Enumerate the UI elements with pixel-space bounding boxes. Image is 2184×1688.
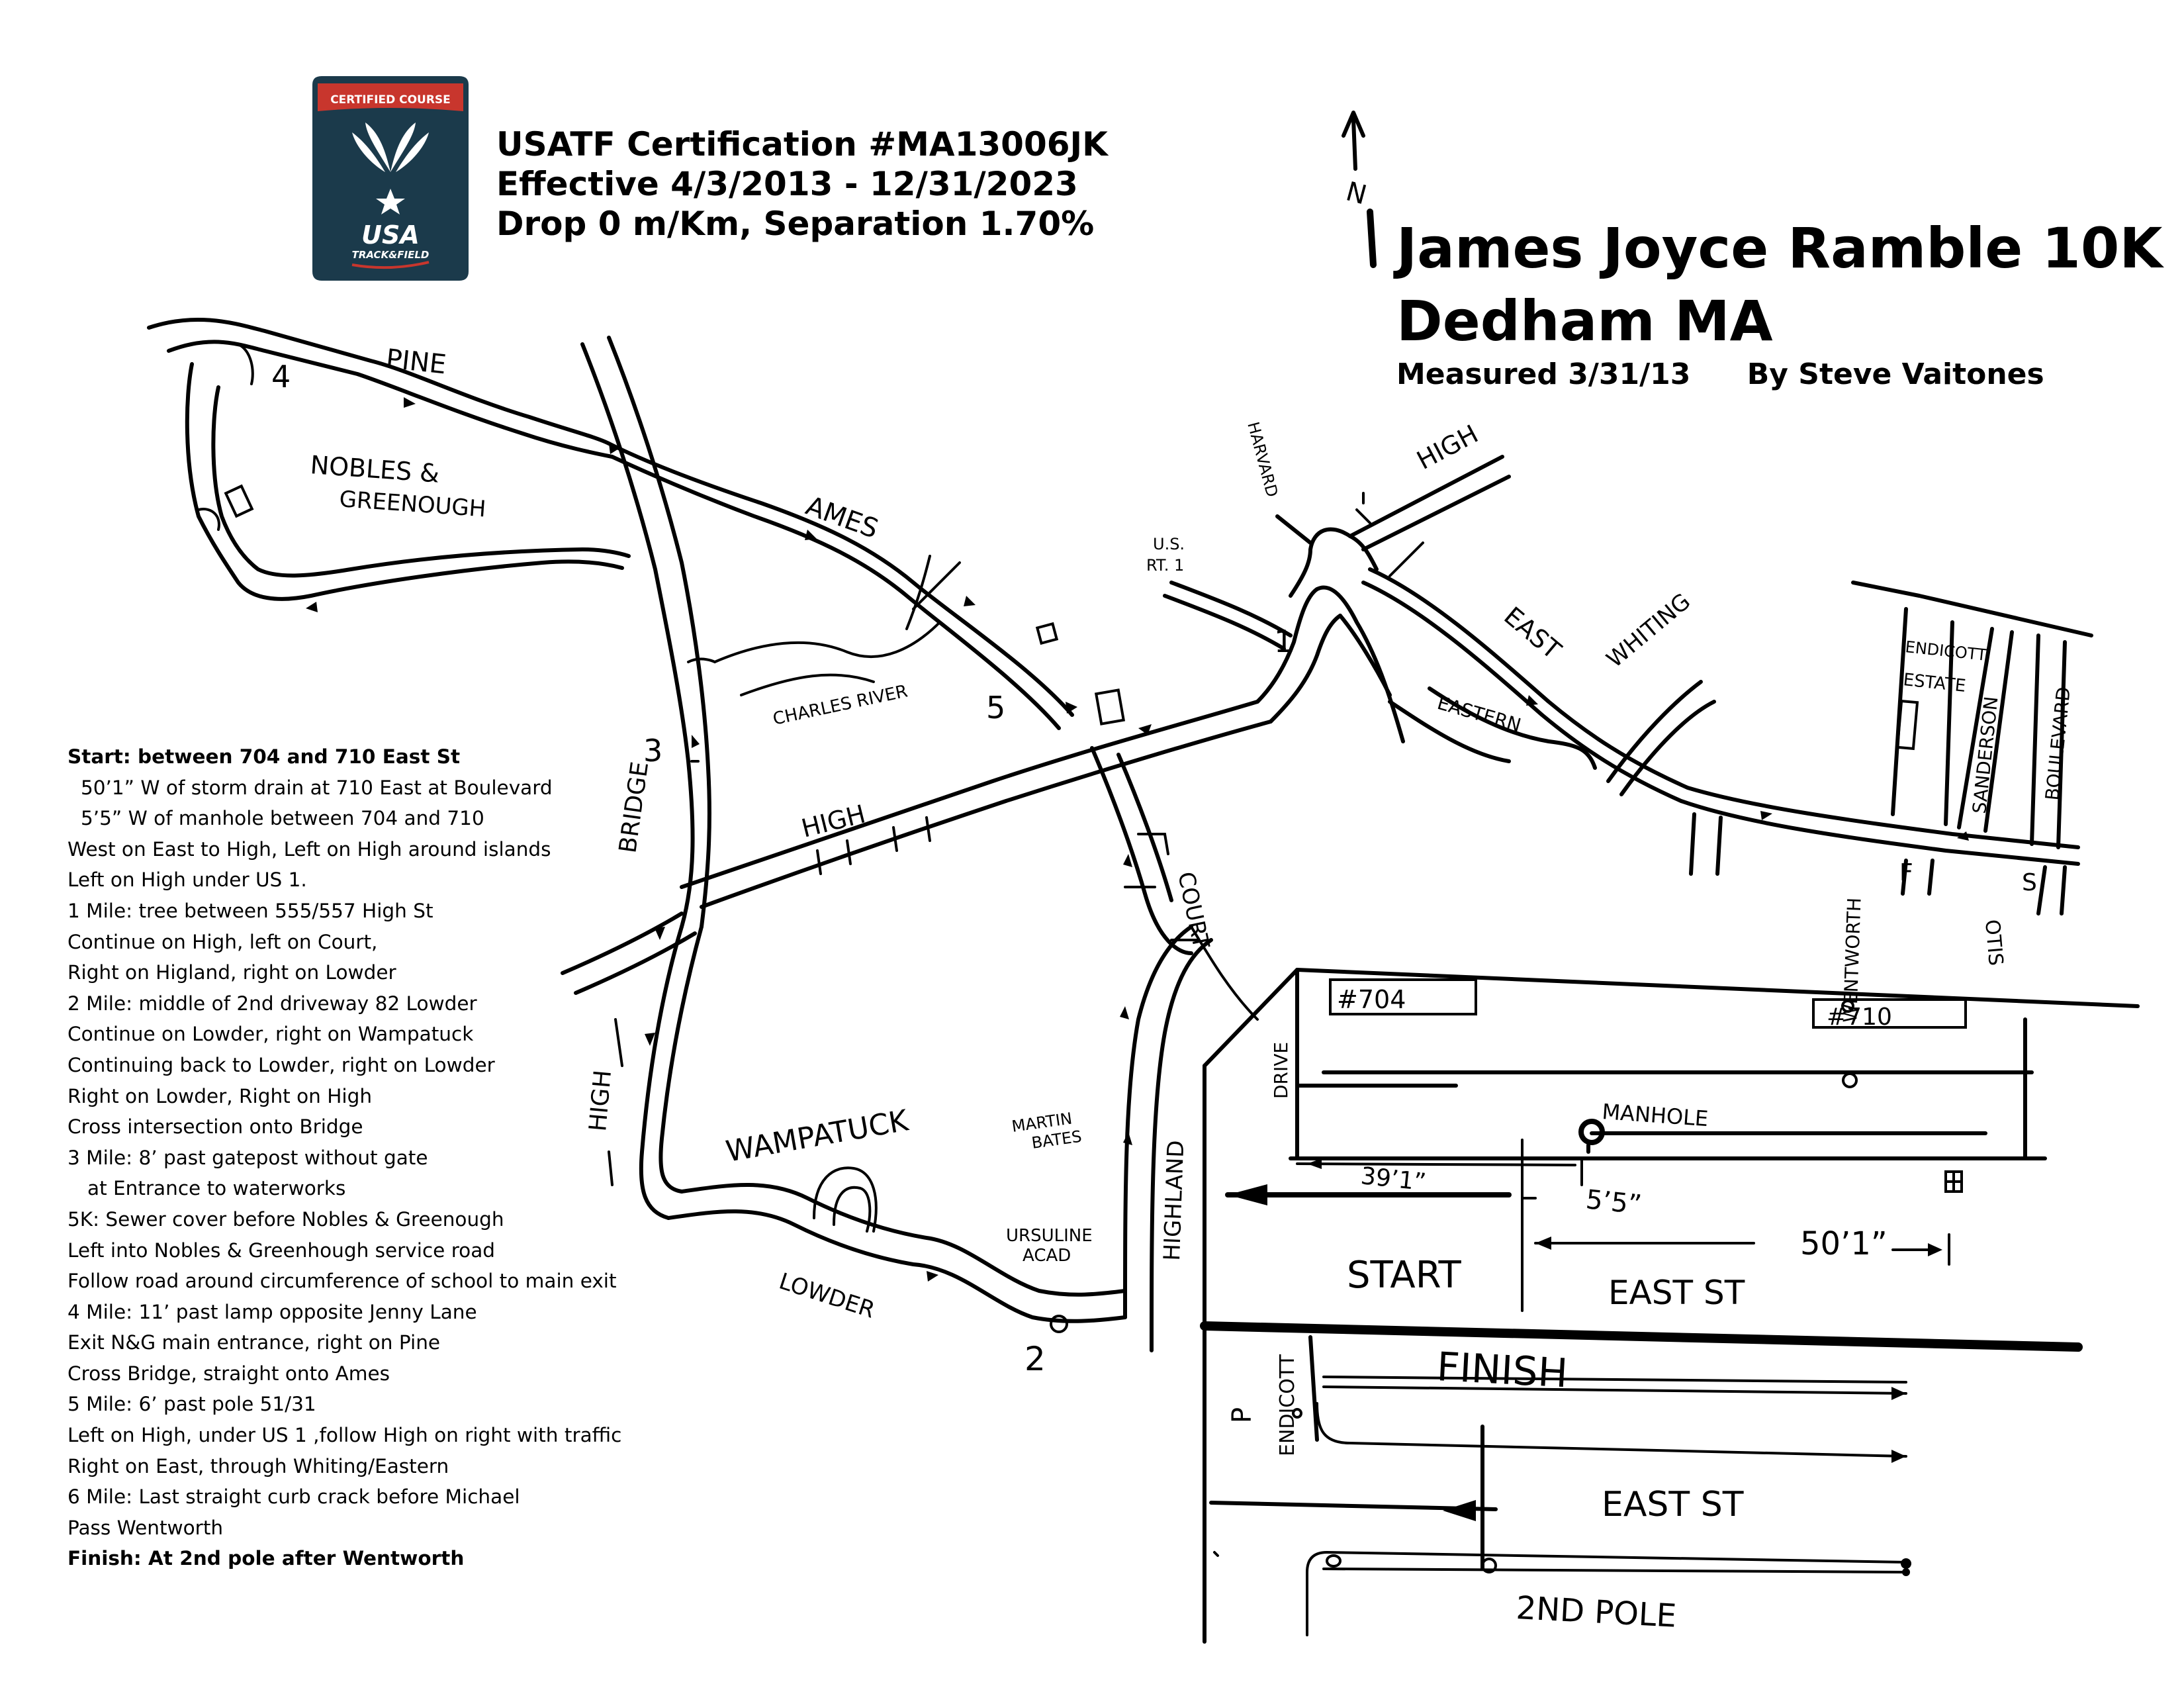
mile-marker-3: 3 — [643, 733, 662, 769]
north-label: N — [1343, 176, 1370, 211]
certification-drop-separation: Drop 0 m/Km, Separation 1.70% — [496, 205, 1095, 243]
label-pine: PINE — [385, 344, 447, 380]
label-whiting: WHITING — [1602, 588, 1696, 673]
label-highland: HIGHLAND — [1159, 1140, 1189, 1261]
north-arrow-icon — [1342, 111, 1377, 268]
start-detail-inset — [1200, 968, 2140, 1644]
race-title-name: James Joyce Ramble 10K — [1396, 216, 2163, 281]
mile-marker-1: 1 — [1274, 624, 1293, 659]
direction-line: Finish: At 2nd pole after Wentworth — [68, 1547, 465, 1570]
label-east-st-start: EAST ST — [1608, 1274, 1745, 1312]
direction-line: 5’5” W of manhole between 704 and 710 — [81, 807, 484, 830]
label-endicott: ENDICOTT — [1276, 1354, 1299, 1456]
label-dist-50: 50’1” — [1800, 1225, 1888, 1262]
label-charles-river: CHARLES RIVER — [771, 681, 909, 729]
label-f-mark: F — [1899, 859, 1913, 886]
label-us-rt1-1: U.S. — [1153, 535, 1185, 553]
measurement-info: Measured 3/31/13 By Steve Vaitones — [1396, 357, 2091, 391]
usatf-certified-course-badge: CERTIFIED COURSE USA TRACK&FIELD — [312, 76, 469, 281]
label-otis: OTIS — [1980, 919, 2007, 967]
direction-line: Cross intersection onto Bridge — [68, 1115, 363, 1139]
house-704: #704 — [1337, 985, 1406, 1014]
badge-logo-track-field: TRACK&FIELD — [352, 249, 430, 261]
direction-line: Follow road around circumference of scho… — [68, 1270, 617, 1293]
direction-line: Left on High under US 1. — [68, 868, 307, 892]
direction-line: 4 Mile: 11’ past lamp opposite Jenny Lan… — [68, 1300, 477, 1323]
direction-line: Exit N&G main entrance, right on Pine — [68, 1331, 441, 1354]
label-dist-5: 5’5” — [1584, 1184, 1643, 1221]
label-dist-39: 39’1” — [1359, 1162, 1428, 1196]
direction-line: Continue on High, left on Court, — [68, 930, 378, 953]
race-title: James Joyce Ramble 10K Dedham MA — [1396, 212, 2162, 357]
mile-marker-4: 4 — [271, 359, 291, 395]
certification-info: USATF Certification #MA13006JK Effective… — [496, 124, 1108, 244]
label-s-mark: S — [2022, 869, 2037, 896]
label-ursuline-2: ACAD — [1023, 1246, 1071, 1266]
label-nobles-1: NOBLES & — [309, 450, 440, 489]
mile-marker-2: 2 — [1024, 1340, 1046, 1378]
direction-line: Continue on Lowder, right on Wampatuck — [68, 1023, 474, 1046]
label-endicott-estate-1: ENDICOTT — [1904, 637, 1987, 665]
certification-effective: Effective 4/3/2013 - 12/31/2023 — [496, 165, 1078, 203]
label-p-mark: P — [1227, 1407, 1257, 1423]
course-directions: Start: between 704 and 710 East St 50’1” … — [68, 741, 621, 1574]
label-east-st-finish: EAST ST — [1602, 1485, 1744, 1524]
label-boulevard: BOULEVARD — [2041, 686, 2075, 802]
label-drive: DRIVE — [1270, 1042, 1292, 1099]
label-manhole: MANHOLE — [1601, 1099, 1709, 1131]
direction-line: Cross Bridge, straight onto Ames — [68, 1362, 390, 1385]
finish-detail-inset — [1209, 1335, 1911, 1636]
direction-line: at Entrance to waterworks — [87, 1177, 346, 1200]
direction-line: Right on Higland, right on Lowder — [68, 961, 396, 984]
direction-line: 6 Mile: Last straight curb crack before … — [68, 1485, 520, 1509]
label-wampatuck: WAMPATUCK — [723, 1103, 911, 1169]
mile-marker-5: 5 — [986, 690, 1005, 726]
measured-by: By Steve Vaitones — [1747, 357, 2044, 391]
direction-line: Right on East, through Whiting/Eastern — [68, 1454, 449, 1477]
certification-number: USATF Certification #MA13006JK — [496, 125, 1108, 164]
direction-line: Pass Wentworth — [68, 1516, 224, 1539]
house-710: #710 — [1827, 1004, 1892, 1031]
badge-banner-text: CERTIFIED COURSE — [330, 93, 451, 107]
label-east: EAST — [1498, 601, 1567, 665]
label-high-top: HIGH — [1412, 419, 1483, 475]
direction-line: Left on High, under US 1 ,follow High on… — [68, 1424, 622, 1447]
direction-line: West on East to High, Left on High aroun… — [68, 837, 551, 861]
label-start: START — [1347, 1254, 1462, 1297]
direction-line: 5 Mile: 6’ past pole 51/31 — [68, 1393, 316, 1416]
label-2nd-pole: 2ND POLE — [1515, 1589, 1677, 1635]
badge-logo-usa: USA — [361, 220, 420, 250]
measured-date: Measured 3/31/13 — [1396, 357, 1691, 391]
label-lowder: LOWDER — [776, 1268, 878, 1324]
race-title-location: Dedham MA — [1396, 289, 1773, 353]
label-harvard: HARVARD — [1244, 420, 1281, 499]
direction-line: 1 Mile: tree between 555/557 High St — [68, 899, 433, 922]
direction-line: Continuing back to Lowder, right on Lowd… — [68, 1053, 495, 1076]
direction-line: 5K: Sewer cover before Nobles & Greenoug… — [68, 1207, 504, 1231]
label-eastern: EASTERN — [1435, 692, 1524, 737]
label-nobles-2: GREENOUGH — [338, 486, 486, 522]
label-finish: FINISH — [1435, 1344, 1569, 1397]
label-endicott-estate-2: ESTATE — [1902, 670, 1966, 696]
label-us-rt1-2: RT. 1 — [1146, 556, 1184, 575]
direction-line: 2 Mile: middle of 2nd driveway 82 Lowder — [68, 992, 477, 1015]
label-ursuline-1: URSULINE — [1006, 1226, 1093, 1246]
direction-line: 50’1” W of storm drain at 710 East at Bo… — [81, 776, 553, 799]
direction-line: Start: between 704 and 710 East St — [68, 745, 461, 768]
direction-line: Left into Nobles & Greenhough service ro… — [68, 1239, 496, 1262]
direction-line: 3 Mile: 8’ past gatepost without gate — [68, 1146, 428, 1169]
label-high-left: HIGH — [584, 1069, 617, 1133]
direction-line: Right on Lowder, Right on High — [68, 1084, 373, 1107]
